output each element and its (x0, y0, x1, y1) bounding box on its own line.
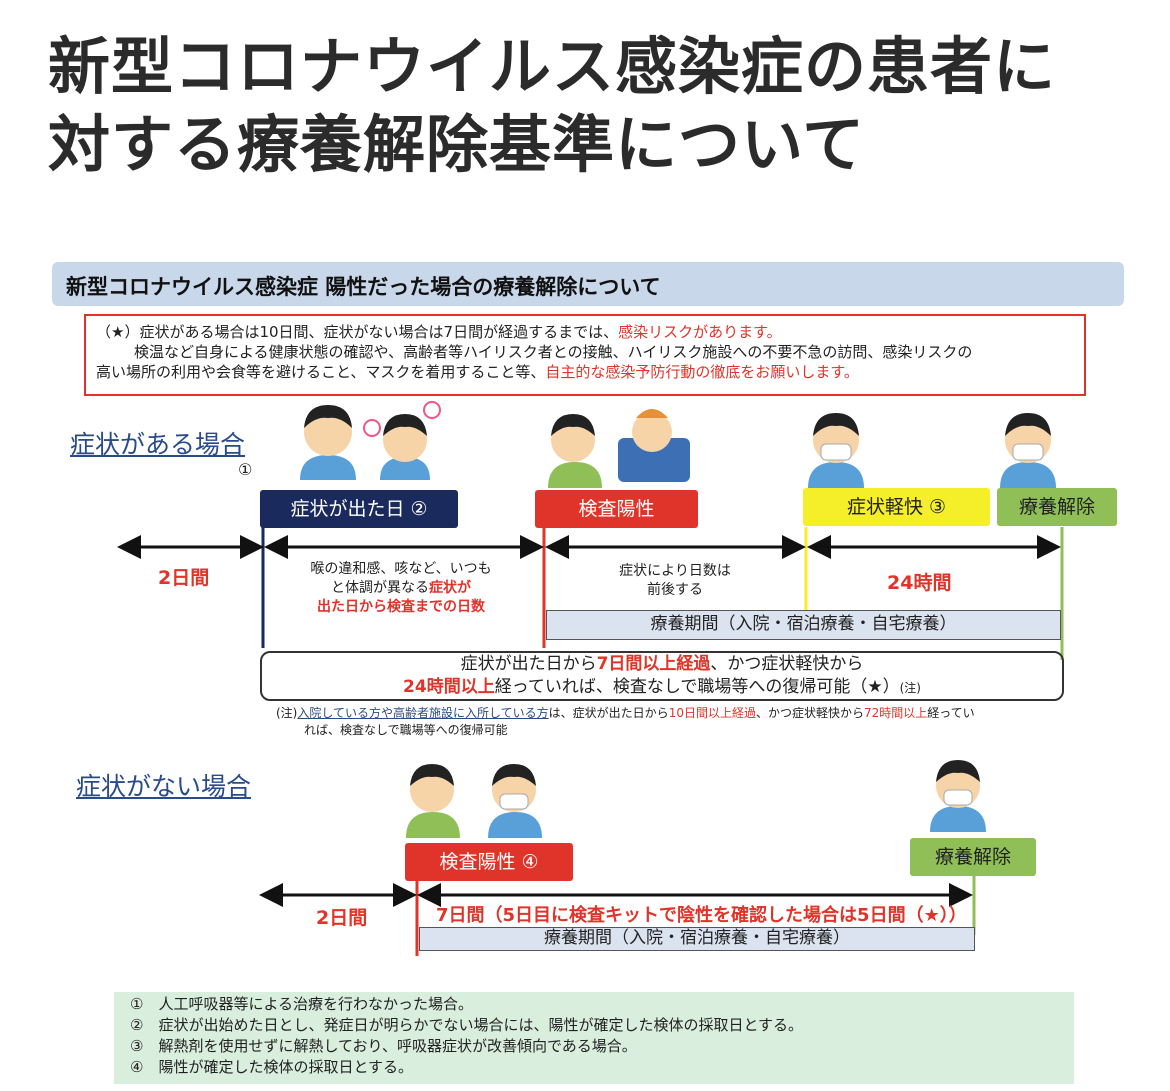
person-masked-1 (808, 413, 864, 488)
legend-item-3: ③ 解熱剤を使用せずに解熱しており、呼吸器症状が改善傾向である場合。 (130, 1037, 637, 1055)
asym-duration-label: 7日間（5日目に検査キットで陰性を確認した場合は5日間（★）） (436, 905, 967, 926)
summary-text: 、かつ症状軽快から (710, 654, 864, 674)
page-title-line1: 新型コロナウイルス感染症の患者に (48, 30, 1057, 103)
variable-days-note: 症状により日数は 前後する (560, 562, 790, 600)
section-banner: 新型コロナウイルス感染症 陽性だった場合の療養解除について (52, 262, 1124, 306)
warning-text: （★）症状がある場合は10日間、症状がない場合は7日間が経過するまでは、 (96, 323, 619, 341)
improved-label: 症状軽快 ③ (803, 488, 990, 526)
footnote-marker-1: ① (238, 460, 253, 479)
person-bed (618, 409, 690, 482)
summary-line1: 症状が出た日から7日間以上経過、かつ症状軽快から (262, 653, 1062, 676)
legend-item-1: ① 人工呼吸器等による治療を行わなかった場合。 (130, 995, 473, 1013)
summary-red-text: 24時間以上 (403, 677, 495, 697)
footnote-link: 入院している方や高齢者施設に入所している方 (297, 706, 549, 720)
person-test-1 (548, 414, 602, 488)
note-line: と体調が異なる症状が (276, 579, 526, 598)
note-line: 症状により日数は (619, 563, 731, 579)
person-sick-1 (300, 405, 356, 480)
footnote-line1: (注)入院している方や高齢者施設に入所している方は、症状が出た日から10日間以上… (276, 705, 1066, 722)
footnote-red-text: 72時間以上 (863, 706, 928, 720)
hours-label: 24時間 (887, 572, 952, 594)
warning-line1: （★）症状がある場合は10日間、症状がない場合は7日間が経過するまでは、感染リス… (96, 322, 1074, 342)
release-label: 療養解除 (997, 488, 1117, 526)
note-line: 喉の違和感、咳など、いつも (310, 561, 492, 577)
asym-care-period-bar: 療養期間（入院・宿泊療養・自宅療養） (419, 927, 975, 951)
person-asym-test (406, 764, 460, 838)
legend-item-4: ④ 陽性が確定した検体の採取日とする。 (130, 1058, 413, 1076)
page-title: 新型コロナウイルス感染症の患者に 対する療養解除基準について (48, 28, 1148, 184)
return-to-work-box: 症状が出た日から7日間以上経過、かつ症状軽快から 24時間以上経っていれば、検査… (260, 651, 1064, 701)
summary-red-text: 7日間以上経過 (596, 654, 711, 674)
note-line: 前後する (647, 582, 703, 598)
legend-item-2: ② 症状が出始めた日とし、発症日が明らかでない場合には、陽性が確定した検体の採取… (130, 1016, 804, 1034)
positive-label: 検査陽性 (535, 490, 698, 528)
symptomatic-heading: 症状がある場合 (70, 430, 246, 459)
footnote-red-text: 10日間以上経過 (668, 706, 756, 720)
page-title-line2: 対する療養解除基準について (48, 108, 866, 181)
summary-text: 症状が出た日から (460, 654, 597, 674)
warning-red-text: 感染リスクがあります。 (618, 323, 782, 341)
asymptomatic-heading: 症状がない場合 (76, 772, 252, 801)
warning-text: 高い場所の利用や会食等を避けること、マスクを着用すること等、 (96, 363, 546, 381)
warning-box: （★）症状がある場合は10日間、症状がない場合は7日間が経過するまでは、感染リス… (84, 314, 1086, 396)
person-masked-2 (1000, 413, 1056, 488)
person-sick-2 (363, 401, 441, 480)
note-text: と体調が異なる (331, 580, 429, 596)
inpatient-footnote: (注)入院している方や高齢者施設に入所している方は、症状が出た日から10日間以上… (276, 705, 1066, 739)
note-line: 出た日から検査までの日数 (317, 599, 485, 615)
summary-line2: 24時間以上経っていれば、検査なしで職場等への復帰可能（★）(注) (262, 676, 1062, 700)
onset-to-test-note: 喉の違和感、咳など、いつも と体調が異なる症状が 出た日から検査までの日数 (276, 560, 526, 617)
footnote-text: 経ってい (927, 706, 975, 720)
note-red-text: 症状が (429, 580, 471, 596)
summary-note-ref: (注) (899, 681, 921, 695)
care-period-bar: 療養期間（入院・宿泊療養・自宅療養） (546, 610, 1061, 640)
onset-label: 症状が出た日 ② (260, 490, 458, 528)
person-asym-release (930, 760, 986, 832)
footnote-text: は、症状が出た日から (548, 706, 669, 720)
footnote-text: (注) (276, 706, 298, 720)
warning-red-text: 自主的な感染予防行動の徹底をお願いします。 (545, 363, 859, 381)
asym-positive-label: 検査陽性 ④ (405, 843, 573, 881)
asym-days-before-label: 2日間 (316, 907, 368, 929)
warning-line3: 高い場所の利用や会食等を避けること、マスクを着用すること等、自主的な感染予防行動… (96, 362, 1074, 382)
footnote-line2: れば、検査なしで職場等への復帰可能 (304, 723, 508, 737)
asym-release-label: 療養解除 (910, 838, 1036, 876)
warning-line2: 検温など自身による健康状態の確認や、高齢者等ハイリスク者との接触、ハイリスク施設… (134, 343, 973, 361)
days-before-label: 2日間 (158, 567, 210, 589)
banner-text: 新型コロナウイルス感染症 陽性だった場合の療養解除について (66, 275, 661, 299)
footnote-legend: ① 人工呼吸器等による治療を行わなかった場合。 ② 症状が出始めた日とし、発症日… (114, 992, 1074, 1084)
summary-text: 経っていれば、検査なしで職場等への復帰可能（★） (494, 677, 900, 697)
footnote-text: 、かつ症状軽快から (755, 706, 864, 720)
person-asym-masked (488, 764, 542, 838)
